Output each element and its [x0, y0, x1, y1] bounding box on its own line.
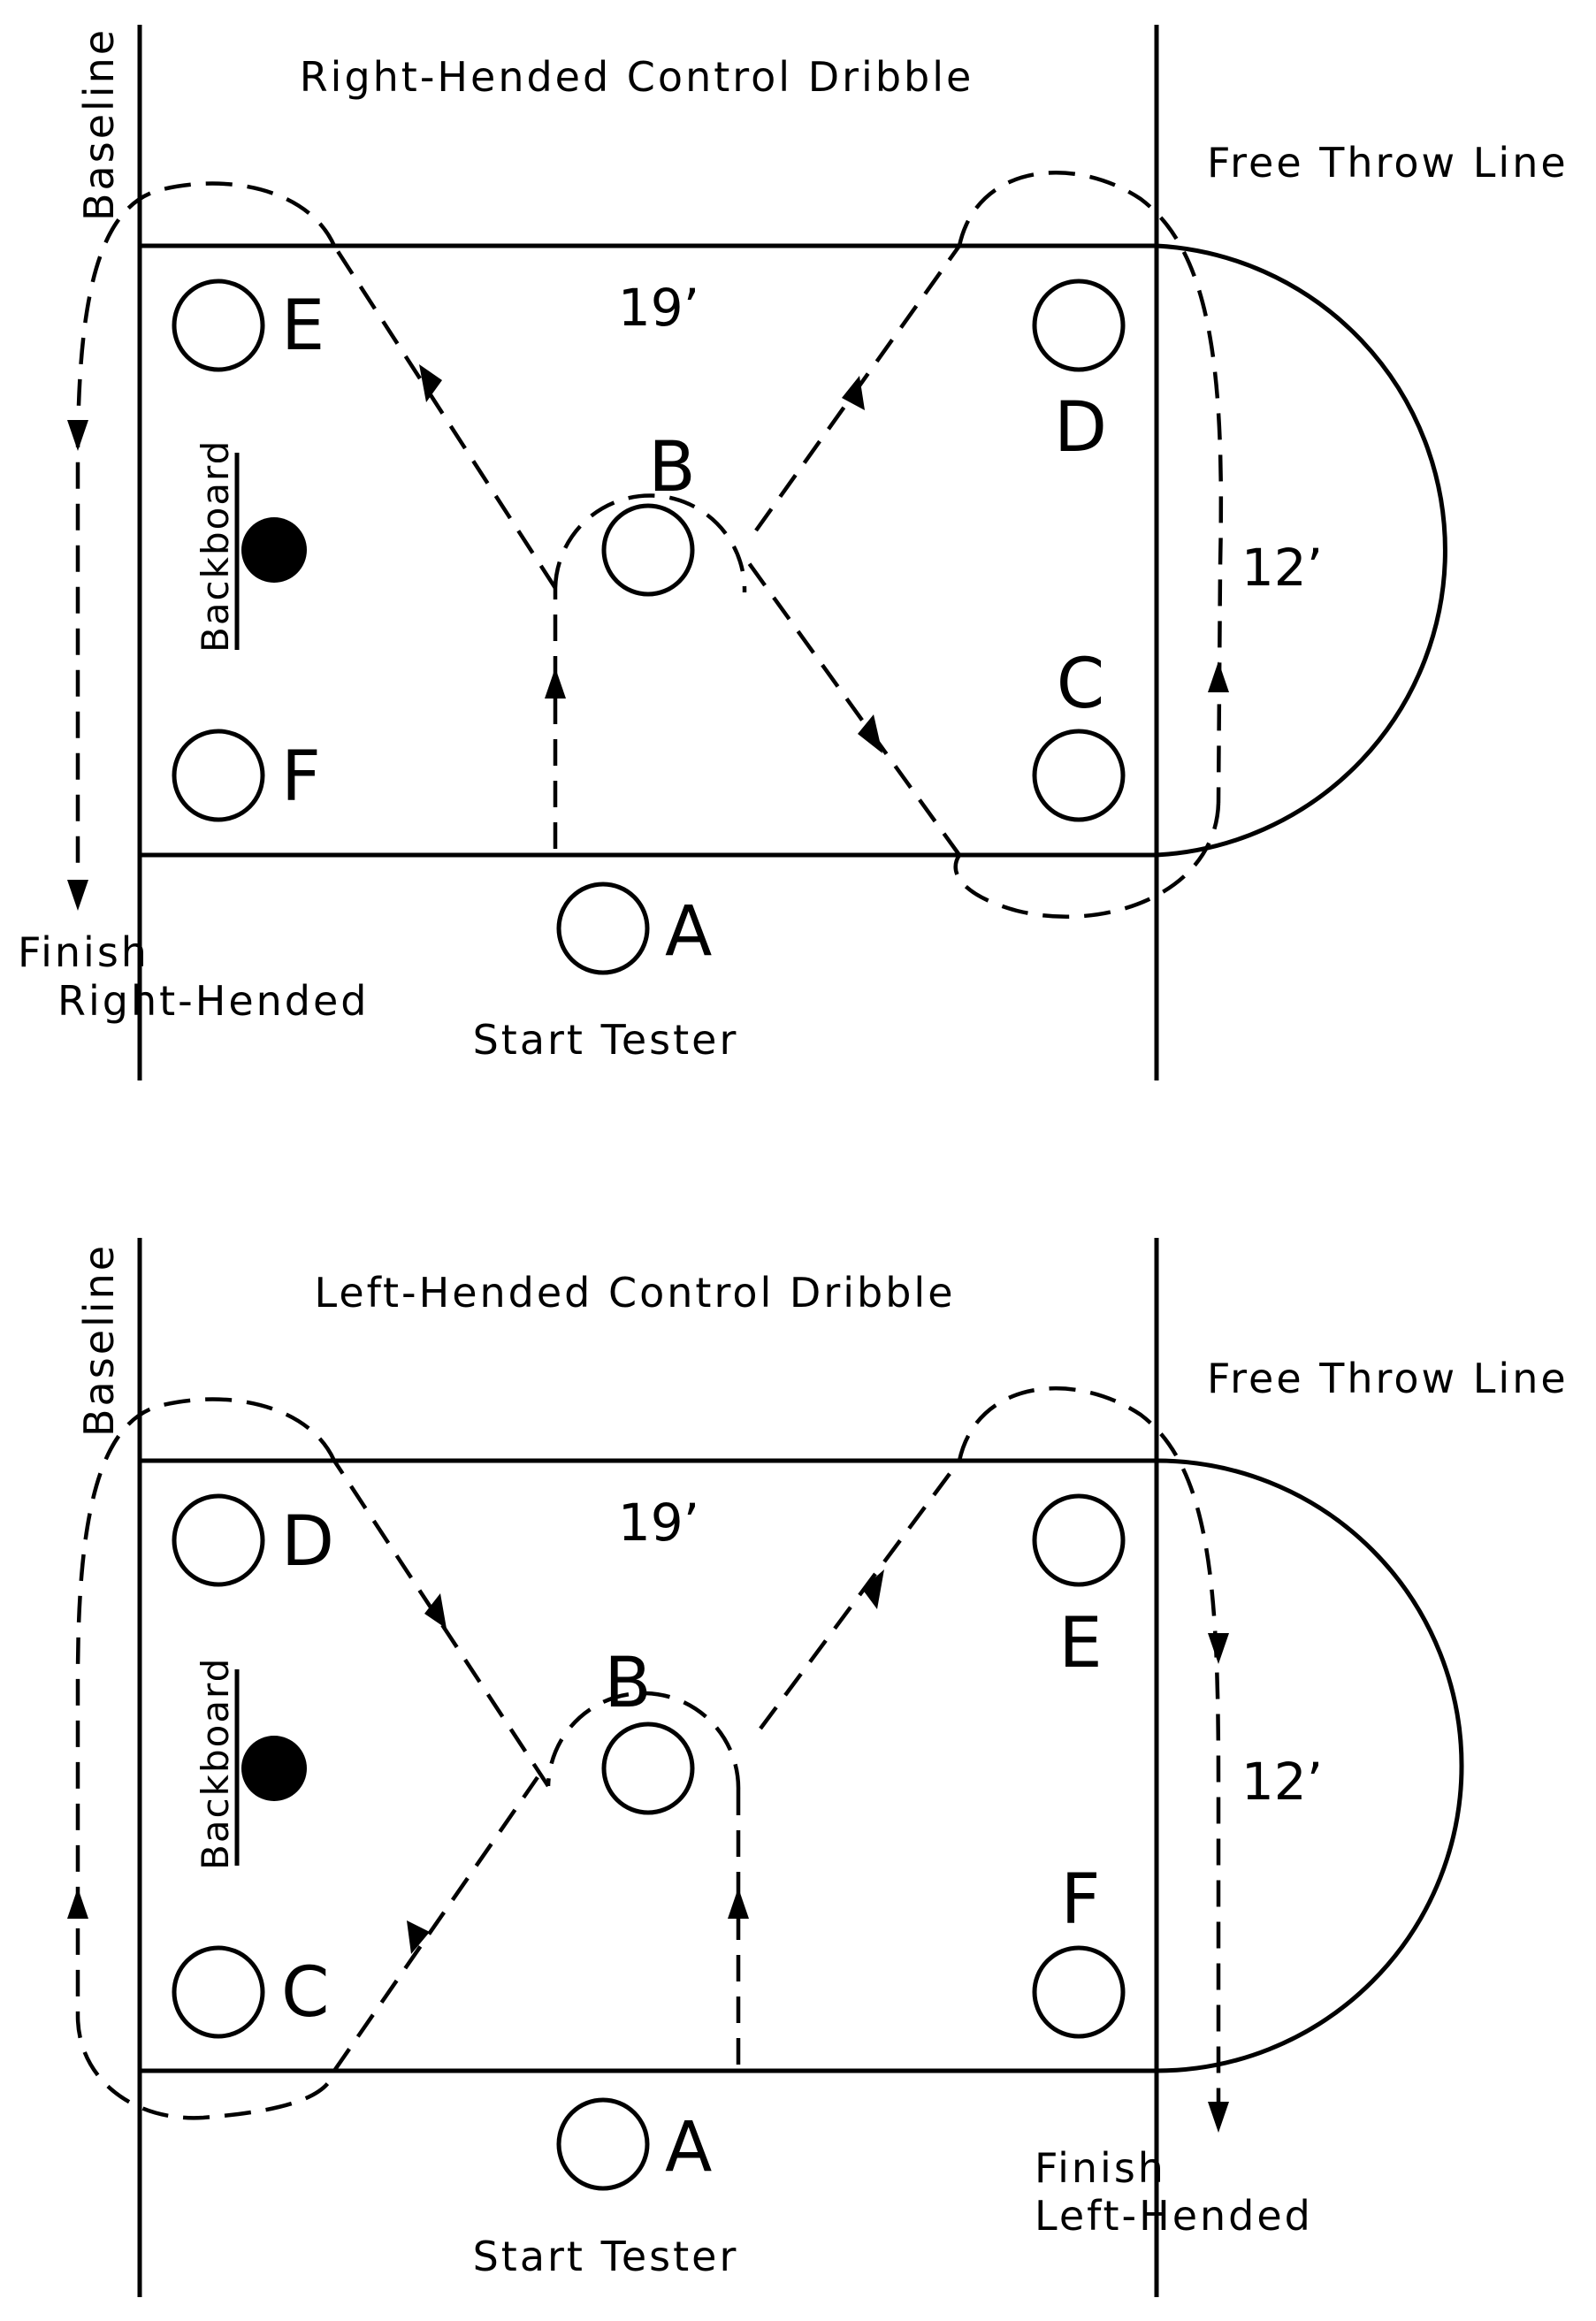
- cone-f: [1032, 1945, 1126, 2039]
- cone-b: [601, 1722, 695, 1815]
- cone-d: [172, 1493, 265, 1587]
- direction-arrows: [67, 1569, 1229, 2133]
- start-label: Start Tester: [473, 1016, 739, 1064]
- basket-hoop: [241, 1736, 307, 1801]
- marker-label-b: B: [604, 1644, 652, 1723]
- baseline-label: Baseline: [75, 27, 123, 221]
- finish-label-line2: Right-Hended: [57, 977, 369, 1025]
- direction-arrows: [67, 364, 1229, 911]
- marker-label-c: C: [1057, 645, 1104, 724]
- cone-b: [601, 503, 695, 597]
- marker-label-e: E: [281, 286, 325, 366]
- marker-label-b: B: [648, 428, 696, 508]
- finish-label-line1: Finish: [1035, 2144, 1166, 2192]
- finish-label-line1: Finish: [18, 928, 149, 976]
- marker-label-d: D: [281, 1502, 334, 1582]
- length-dimension: 19’: [618, 1493, 699, 1553]
- start-label: Start Tester: [473, 2233, 739, 2280]
- right-handed-panel: Right-Hended Control Dribble Baseline Fr…: [18, 25, 1569, 1080]
- length-dimension: 19’: [618, 278, 699, 338]
- baseline-label: Baseline: [75, 1243, 123, 1437]
- basket-hoop: [241, 517, 307, 583]
- marker-label-a: A: [665, 2108, 712, 2187]
- panel-title: Left-Hended Control Dribble: [315, 1269, 956, 1317]
- panel-title: Right-Hended Control Dribble: [300, 53, 974, 101]
- cone-c: [1032, 729, 1126, 822]
- cone-a: [556, 882, 650, 975]
- marker-label-e: E: [1058, 1604, 1102, 1683]
- marker-label-d: D: [1054, 388, 1107, 468]
- cone-f: [172, 729, 265, 822]
- width-dimension: 12’: [1241, 1752, 1323, 1812]
- width-dimension: 12’: [1241, 538, 1323, 598]
- free-throw-line-label: Free Throw Line: [1207, 1355, 1569, 1402]
- cone-d: [1032, 279, 1126, 372]
- backboard-label: Backboard: [194, 1657, 237, 1870]
- cone-a: [556, 2097, 650, 2191]
- free-throw-circle: [1156, 1458, 1464, 2073]
- marker-label-f: F: [1061, 1860, 1101, 1940]
- marker-label-f: F: [281, 737, 321, 817]
- cone-e: [1032, 1493, 1126, 1587]
- marker-label-a: A: [665, 892, 712, 972]
- finish-label-line2: Left-Hended: [1035, 2192, 1313, 2240]
- marker-label-c: C: [281, 1953, 329, 2033]
- left-handed-panel: Left-Hended Control Dribble Baseline Fre…: [67, 1238, 1569, 2297]
- free-throw-circle: [1156, 243, 1447, 858]
- free-throw-line-label: Free Throw Line: [1207, 139, 1569, 187]
- cone-e: [172, 279, 265, 372]
- cone-c: [172, 1945, 265, 2039]
- backboard-label: Backboard: [194, 439, 237, 653]
